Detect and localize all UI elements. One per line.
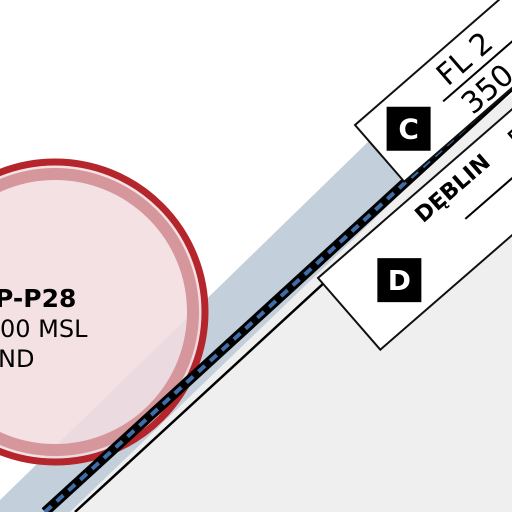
restricted-zone-altitude: 00 MSL	[0, 315, 88, 343]
class-d-limit-separator	[464, 126, 512, 220]
class-c-label: C FL 2 350	[353, 0, 512, 184]
restricted-zone-outer-ring	[0, 158, 209, 466]
class-c-badge-letter: C	[398, 113, 419, 146]
class-c-badge: C	[386, 106, 431, 151]
restricted-zone-fill	[0, 162, 205, 462]
restricted-zone-id: P-P28	[0, 284, 76, 313]
restricted-zone-inner-ring	[0, 168, 199, 456]
class-c-badge-bg	[386, 106, 431, 151]
class-c-limit-separator	[442, 3, 512, 103]
restricted-zone: P-P28 00 MSL ND	[0, 158, 209, 466]
class-d-badge-bg	[377, 258, 422, 303]
restricted-zone-lower: ND	[0, 345, 34, 373]
class-d-upper-limit: F	[503, 122, 512, 154]
class-d-badge-letter: D	[388, 264, 411, 297]
class-d-badge: D	[377, 258, 422, 303]
